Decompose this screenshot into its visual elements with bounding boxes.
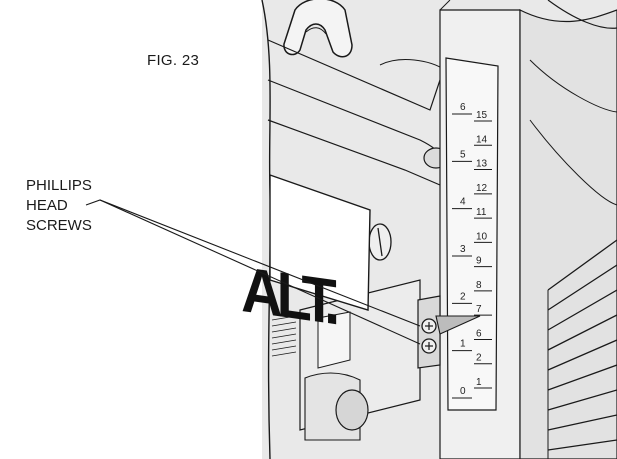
phillips-screw-lower-icon	[421, 338, 437, 354]
scale-outer-number: 1	[460, 339, 466, 350]
scale-inner-number: 9	[476, 256, 482, 267]
scale-outer-number: 4	[460, 197, 466, 208]
scale-inner-number: 12	[476, 183, 488, 194]
scale-inner-number: 11	[476, 207, 487, 218]
scale-inner-number: 8	[476, 280, 482, 291]
callout-line-3: SCREWS	[26, 217, 92, 234]
callout-line-2: HEAD	[26, 197, 68, 214]
callout-line-1: PHILLIPS	[26, 177, 92, 194]
scale-outer-number: 5	[460, 149, 466, 160]
scale-inner-number: 14	[476, 134, 488, 145]
scale-inner-number: 13	[476, 159, 488, 170]
phillips-head-screws-callout: PHILLIPS HEAD SCREWS	[26, 176, 92, 236]
scale-inner-number: 1	[476, 377, 482, 388]
scale-outer-number: 3	[460, 244, 466, 255]
scale-inner-number: 6	[476, 328, 482, 339]
figure-label: FIG. 23	[147, 52, 200, 69]
scale-inner-number: 7	[476, 304, 482, 315]
scale-outer-number: 2	[460, 291, 466, 302]
scale-inner-number: 2	[476, 353, 482, 364]
phillips-screw-upper-icon	[421, 318, 437, 334]
scale-inner-number: 10	[476, 231, 488, 242]
scale-outer-number: 6	[460, 102, 466, 113]
brand-logo-text: ALT.	[241, 253, 340, 338]
scale-inner-number: 15	[476, 110, 488, 121]
callout-leader-lines	[85, 199, 421, 345]
scale-outer-number: 0	[460, 386, 466, 397]
